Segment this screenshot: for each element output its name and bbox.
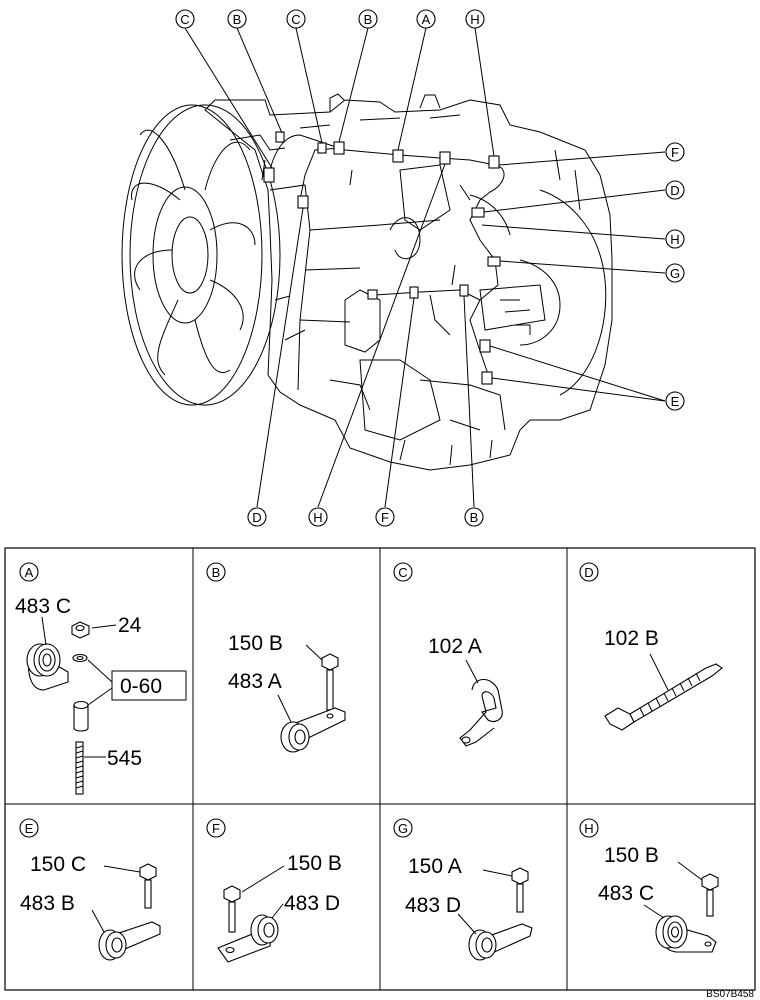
panel-g-letter: G [398, 821, 408, 836]
panel-e-letter: E [25, 821, 34, 836]
callout-right-2: D [665, 180, 685, 200]
clamp-483d-drawing [217, 914, 279, 963]
panel-b: B 150 B 483 A [206, 562, 346, 753]
callout-top-4: B [358, 9, 378, 29]
svg-text:D: D [252, 510, 261, 525]
svg-text:H: H [670, 232, 679, 247]
panel-b-letter: B [212, 565, 221, 580]
bolt-150b-h-drawing [701, 873, 719, 917]
spacer-drawing [73, 700, 89, 732]
bolt-150b-f-drawing [223, 885, 241, 933]
panel-b-part-2: 483 A [228, 670, 282, 693]
nut-24-drawing [71, 621, 90, 639]
svg-text:H: H [470, 12, 479, 27]
cable-tie-102b-drawing [604, 663, 723, 731]
callout-bottom-4: B [464, 507, 484, 527]
panel-g-part-1: 150 A [408, 855, 462, 878]
panel-e: E 150 C 483 B [19, 818, 161, 961]
svg-text:C: C [291, 12, 300, 27]
panel-c-part-1: 102 A [428, 635, 482, 658]
clamp-483b-drawing [98, 921, 161, 961]
panel-e-part-2: 483 B [20, 892, 75, 915]
panel-b-part-1: 150 B [228, 632, 283, 655]
callout-right-1: F [665, 142, 685, 162]
callout-right-4: G [665, 263, 685, 283]
wiring-harness [261, 131, 505, 385]
panel-a-part-1: 483 C [15, 595, 71, 618]
panel-h-part-1: 150 B [604, 844, 659, 867]
bolt-150c-drawing [139, 863, 157, 909]
panel-h-part-2: 483 C [598, 882, 654, 905]
drawing-code: BS07B458 [706, 989, 754, 1000]
engine-illustration: C B C B A H F D H G E D H F B [121, 9, 685, 527]
callout-circles: C B C B A H F D H G E D H F B [175, 9, 685, 527]
panel-d-letter: D [584, 565, 593, 580]
clamp-483a-drawing [280, 707, 346, 753]
callout-right-5: E [665, 391, 685, 411]
engine-block [204, 93, 613, 471]
leader-lines [184, 27, 666, 508]
panel-f-part-1: 150 B [287, 852, 342, 875]
clip-102a-drawing [459, 678, 503, 747]
panel-a-part-3: 0-60 [120, 675, 162, 698]
callout-top-1: C [175, 9, 195, 29]
panel-a-part-4: 545 [107, 747, 142, 770]
panel-g-part-2: 483 D [405, 894, 461, 917]
callout-top-3: C [286, 9, 306, 29]
callout-top-2: B [227, 9, 247, 29]
clamp-483c-h-drawing [655, 915, 717, 953]
svg-text:A: A [422, 12, 431, 27]
svg-text:B: B [364, 12, 373, 27]
clamp-483d-g-drawing [468, 923, 533, 961]
svg-text:D: D [670, 183, 679, 198]
panel-d: D 102 B [579, 562, 723, 731]
panel-a-part-2: 24 [118, 614, 142, 637]
panel-e-part-1: 150 C [30, 853, 86, 876]
panel-f-part-2: 483 D [284, 892, 340, 915]
callout-bottom-1: D [247, 507, 267, 527]
svg-text:F: F [671, 145, 679, 160]
svg-text:B: B [470, 510, 479, 525]
svg-text:G: G [670, 266, 680, 281]
panel-a: A 483 C 24 0-60 545 [15, 562, 187, 795]
svg-text:H: H [313, 510, 322, 525]
panel-c: C 102 A [393, 562, 503, 747]
panel-h-letter: H [584, 821, 593, 836]
panel-d-part-1: 102 B [604, 627, 659, 650]
bolt-150a-drawing [511, 867, 529, 913]
callout-top-6: H [465, 9, 485, 29]
svg-text:E: E [671, 394, 680, 409]
panel-c-letter: C [398, 565, 407, 580]
panel-f: F 150 B 483 D [206, 818, 342, 963]
clamp-483c-drawing [26, 643, 69, 691]
detail-grid [4, 547, 756, 991]
panel-g: G 150 A 483 D [393, 818, 533, 961]
callout-bottom-2: H [308, 507, 328, 527]
svg-text:B: B [233, 12, 242, 27]
stud-545-drawing [75, 741, 84, 795]
cooling-fan [121, 104, 281, 406]
bolt-150b-drawing [321, 653, 339, 711]
svg-text:C: C [180, 12, 189, 27]
svg-text:F: F [381, 510, 389, 525]
panel-h: H 150 B 483 C [579, 818, 719, 953]
panel-a-letter: A [25, 565, 34, 580]
panel-f-letter: F [212, 821, 220, 836]
callout-right-3: H [665, 229, 685, 249]
callout-top-5: A [416, 9, 436, 29]
callout-bottom-3: F [375, 507, 395, 527]
